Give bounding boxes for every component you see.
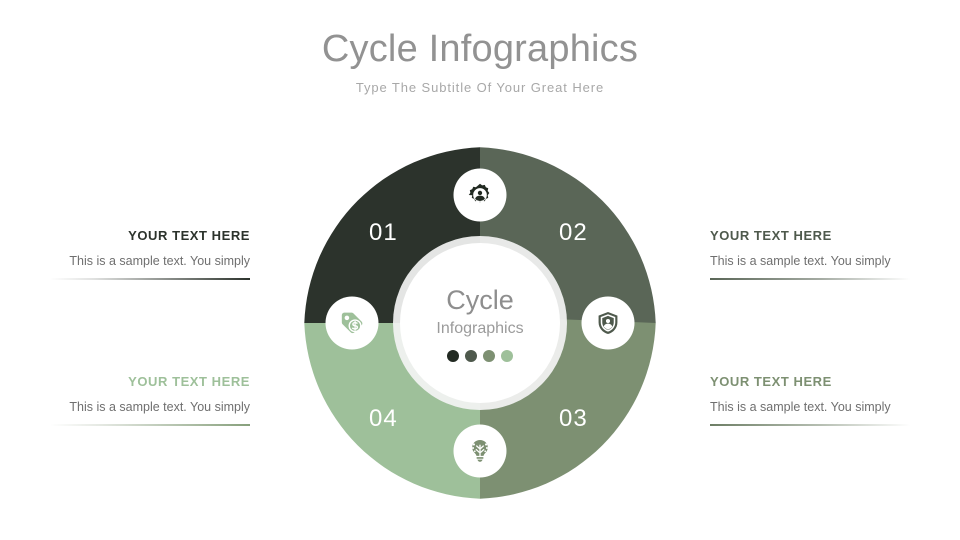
text-block-02-body: This is a sample text. You simply: [710, 254, 891, 268]
idea-bulb-gear-icon: [472, 440, 488, 462]
hub-subtitle: Infographics: [436, 320, 524, 337]
cycle-wheel: 01 02 03 04 Cycle Infographics: [297, 140, 663, 506]
text-block-04[interactable]: YOUR TEXT HERE This is a sample text. Yo…: [50, 374, 250, 426]
text-block-01-rule: [50, 278, 250, 280]
page-title: Cycle Infographics: [321, 28, 639, 70]
price-tag-dollar-icon: [341, 312, 363, 334]
page-subtitle: Type The Subtitle Of Your Great Here: [355, 80, 605, 95]
text-block-03-body: This is a sample text. You simply: [710, 400, 891, 414]
gear-person-icon: [468, 183, 490, 203]
shield-person-icon: [598, 311, 618, 335]
text-block-01-body: This is a sample text. You simply: [69, 254, 250, 268]
text-block-03-heading: YOUR TEXT HERE: [710, 374, 832, 389]
text-block-04-heading: YOUR TEXT HERE: [128, 374, 250, 389]
text-block-02-heading: YOUR TEXT HERE: [710, 228, 832, 243]
hub-dot-4: [501, 350, 513, 362]
text-block-02-rule: [710, 278, 910, 280]
hub-dots: [447, 350, 513, 362]
hub-title: Cycle: [446, 285, 514, 315]
text-block-02[interactable]: YOUR TEXT HERE This is a sample text. Yo…: [710, 228, 910, 280]
text-block-03-rule: [710, 424, 910, 426]
text-block-04-body: This is a sample text. You simply: [69, 400, 250, 414]
page-header: Cycle Infographics Type The Subtitle Of …: [0, 26, 960, 95]
badge-left[interactable]: [328, 299, 376, 347]
center-hub: Cycle Infographics: [400, 243, 560, 403]
text-block-03[interactable]: YOUR TEXT HERE This is a sample text. Yo…: [710, 374, 910, 426]
hub-dot-3: [483, 350, 495, 362]
badge-top[interactable]: [456, 171, 504, 219]
text-block-01[interactable]: YOUR TEXT HERE This is a sample text. Yo…: [50, 228, 250, 280]
text-block-04-rule: [50, 424, 250, 426]
hub-dot-1: [447, 350, 459, 362]
badge-right[interactable]: [584, 299, 632, 347]
badge-bottom[interactable]: [456, 427, 504, 475]
hub-dot-2: [465, 350, 477, 362]
text-block-01-heading: YOUR TEXT HERE: [128, 228, 250, 243]
